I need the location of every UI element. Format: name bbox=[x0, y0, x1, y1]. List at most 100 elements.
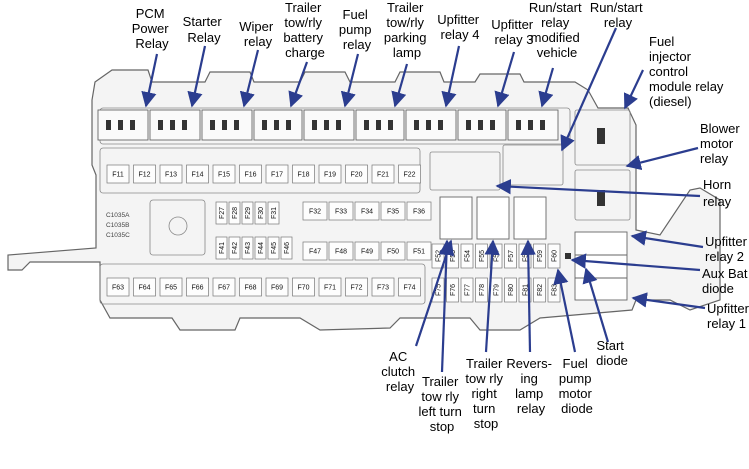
fuse-f22: F22 bbox=[398, 164, 421, 184]
fuse-f31: F31 bbox=[267, 201, 280, 225]
fuse-f15: F15 bbox=[212, 164, 236, 184]
label-wiper-relay: Wiper relay bbox=[239, 19, 277, 49]
fuse-f60: F60 bbox=[547, 243, 561, 269]
fuse-f64: F64 bbox=[133, 277, 156, 297]
label-fuel-injector-relay: Fuel injector control module relay (dies… bbox=[649, 34, 727, 109]
fuse-label: F43 bbox=[245, 242, 252, 254]
fuse-f19: F19 bbox=[318, 164, 342, 184]
fuse-label: F30 bbox=[258, 207, 265, 219]
fuse-f45: F45 bbox=[267, 236, 280, 260]
fuse-f55: F55 bbox=[475, 243, 488, 269]
fuse-label: F35 bbox=[387, 209, 399, 216]
fuse-f73: F73 bbox=[371, 277, 395, 297]
fuse-f48: F48 bbox=[328, 241, 354, 261]
fuse-f83: F83 bbox=[547, 277, 561, 303]
label-start-diode: Start diode bbox=[596, 338, 628, 368]
fuse-f32: F32 bbox=[302, 201, 328, 221]
fuse-label: F53 bbox=[450, 250, 457, 262]
fuse-f66: F66 bbox=[186, 277, 209, 297]
fuse-label: F55 bbox=[479, 250, 486, 262]
fuse-label: F52 bbox=[436, 250, 443, 262]
fuse-f11: F11 bbox=[106, 164, 130, 184]
label-upfitter-relay-3: Upfitter relay 3 bbox=[491, 17, 537, 47]
fuse-label: F11 bbox=[112, 172, 124, 179]
fuse-f21: F21 bbox=[371, 164, 395, 184]
fuse-label: F71 bbox=[324, 285, 336, 292]
fuse-label: F27 bbox=[219, 207, 226, 219]
fuse-f69: F69 bbox=[265, 277, 289, 297]
label-fuel-pump-relay: Fuel pump relay bbox=[339, 7, 375, 52]
connector-code: C1035A bbox=[106, 212, 130, 219]
fuse-f46: F46 bbox=[280, 236, 293, 260]
fuse-label: F51 bbox=[413, 249, 425, 256]
fuse-f17: F17 bbox=[265, 164, 289, 184]
fuse-label: F77 bbox=[465, 284, 472, 296]
fuse-f65: F65 bbox=[159, 277, 183, 297]
fuse-label: F50 bbox=[387, 249, 399, 256]
fuse-label: F15 bbox=[218, 172, 230, 179]
fuse-label: F79 bbox=[494, 284, 501, 296]
fuse-label: F18 bbox=[297, 172, 309, 179]
fuse-f57: F57 bbox=[504, 243, 517, 269]
fuse-label: F29 bbox=[245, 207, 252, 219]
fuse-f13: F13 bbox=[159, 164, 183, 184]
fuse-label: F74 bbox=[403, 285, 415, 292]
fuse-label: F28 bbox=[232, 207, 239, 219]
label-trailer-left-turn-stop: Trailer tow rly left turn stop bbox=[419, 374, 466, 434]
fuse-f42: F42 bbox=[228, 236, 241, 260]
fuse-label: F33 bbox=[335, 209, 347, 216]
fuse-label: F70 bbox=[297, 285, 309, 292]
fuse-f16: F16 bbox=[239, 164, 262, 184]
fuse-label: F81 bbox=[523, 284, 530, 296]
fuse-label: F31 bbox=[271, 207, 278, 219]
label-upfitter-relay-1: Upfitter relay 1 bbox=[707, 301, 749, 331]
fuse-label: F56 bbox=[494, 250, 501, 262]
fuse-f41: F41 bbox=[215, 236, 228, 260]
fuse-label: F69 bbox=[271, 285, 283, 292]
callout-labels: PCM Power Relay Starter Relay Wiper rela… bbox=[132, 0, 749, 434]
fuse-f75: F75 bbox=[431, 277, 445, 303]
fuse-label: F19 bbox=[324, 172, 336, 179]
fuse-f28: F28 bbox=[228, 201, 241, 225]
fuse-f33: F33 bbox=[328, 201, 354, 221]
fuse-f82: F82 bbox=[533, 277, 546, 303]
label-fuel-pump-motor-diode: Fuel pump motor diode bbox=[559, 356, 596, 416]
fuse-label: F42 bbox=[232, 242, 239, 254]
fuse-f18: F18 bbox=[292, 164, 315, 184]
fuse-f77: F77 bbox=[460, 277, 474, 303]
relay-trailer-right-turn bbox=[476, 196, 510, 240]
fuse-f59: F59 bbox=[533, 243, 546, 269]
label-ac-clutch-relay: AC clutch relay bbox=[381, 349, 419, 394]
fuse-label: F16 bbox=[244, 172, 256, 179]
fuse-label: F36 bbox=[413, 209, 425, 216]
fuse-label: F17 bbox=[271, 172, 283, 179]
fuse-f43: F43 bbox=[241, 236, 254, 260]
label-run-start-modified: Run/start relay modified vehicle bbox=[529, 0, 585, 60]
label-upfitter-relay-4: Upfitter relay 4 bbox=[437, 12, 483, 42]
fuse-f20: F20 bbox=[345, 164, 368, 184]
fuse-f30: F30 bbox=[254, 201, 267, 225]
fuse-label: F47 bbox=[309, 249, 321, 256]
fuse-f63: F63 bbox=[106, 277, 130, 297]
fuse-label: F48 bbox=[335, 249, 347, 256]
fuse-label: F78 bbox=[479, 284, 486, 296]
fuse-f76: F76 bbox=[446, 277, 459, 303]
fuse-label: F64 bbox=[138, 285, 150, 292]
fuse-label: F76 bbox=[450, 284, 457, 296]
label-starter-relay: Starter Relay bbox=[183, 14, 226, 45]
fuse-label: F14 bbox=[191, 172, 203, 179]
connector-codes: C1035A C1035B C1035C bbox=[106, 212, 130, 239]
fuse-label: F57 bbox=[508, 250, 515, 262]
fuse-f49: F49 bbox=[354, 241, 380, 261]
relay-upfitter-stack bbox=[574, 231, 628, 301]
fuse-f80: F80 bbox=[504, 277, 517, 303]
label-trailer-battery-charge: Trailer tow/rly battery charge bbox=[283, 0, 326, 60]
fuse-f44: F44 bbox=[254, 236, 267, 260]
callout-arrows bbox=[141, 27, 706, 373]
fuse-label: F46 bbox=[284, 242, 291, 254]
fuse-label: F12 bbox=[138, 172, 150, 179]
fuse-label: F82 bbox=[537, 284, 544, 296]
